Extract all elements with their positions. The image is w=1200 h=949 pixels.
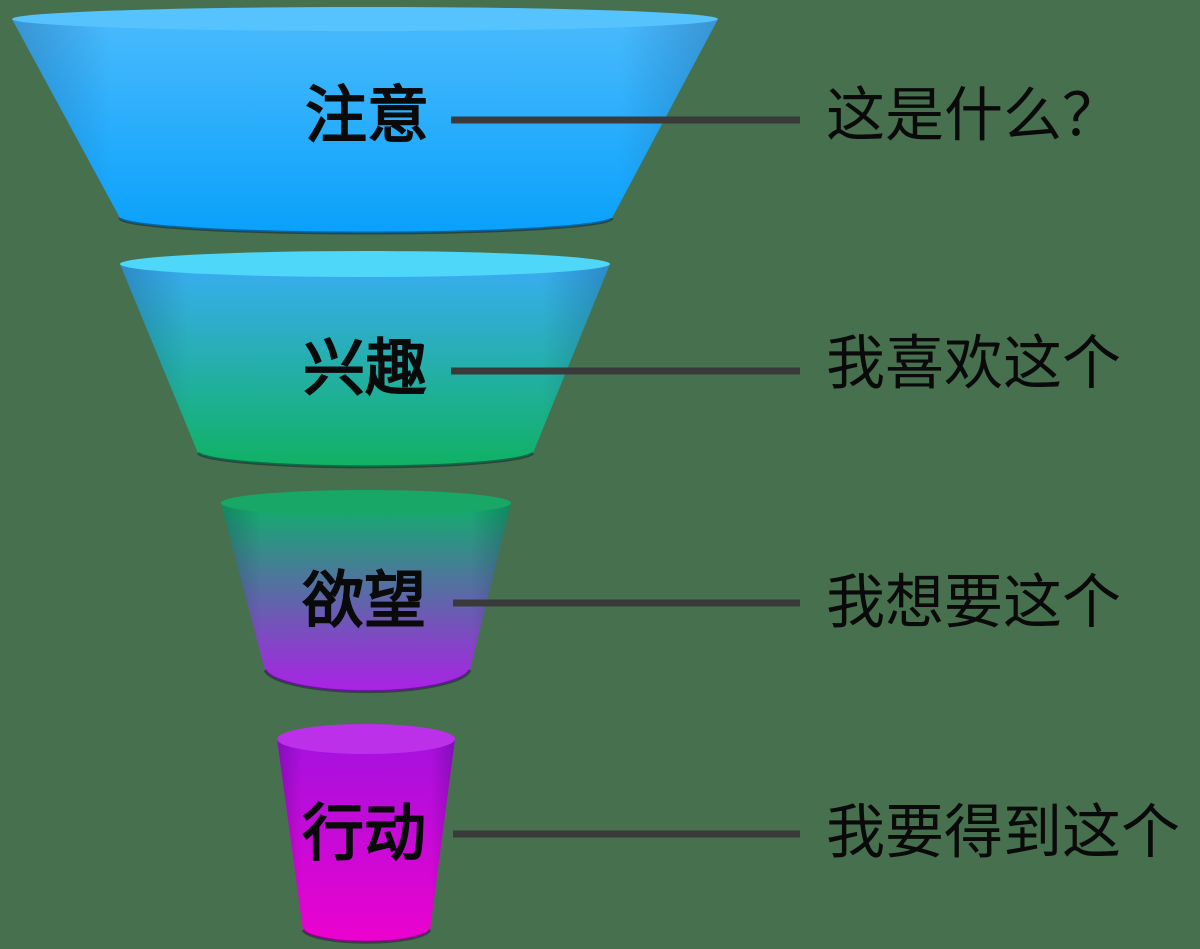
funnel-stage-desire: 欲望 <box>221 490 511 694</box>
callout-text-desire: 我想要这个 <box>826 568 1121 637</box>
callout-text-interest: 我喜欢这个 <box>826 329 1121 398</box>
funnel-stage-interest-shading <box>120 264 610 467</box>
funnel-stage-interest: 兴趣 <box>120 251 610 469</box>
stage-label-action: 行动 <box>302 797 426 870</box>
stage-label-interest: 兴趣 <box>303 332 427 405</box>
funnel-stage-action-top-opening <box>277 724 455 754</box>
callout-text-attention: 这是什么？ <box>826 81 1121 150</box>
funnel-stage-interest-bottom-rim <box>196 451 535 469</box>
funnel-stage-attention-top-opening <box>12 7 718 31</box>
funnel-stage-desire-shading <box>221 503 511 692</box>
stage-label-desire: 欲望 <box>301 564 426 637</box>
funnel-stage-action-shading <box>277 739 455 943</box>
funnel-stage-attention: 注意 <box>12 7 718 235</box>
funnel-stage-action: 行动 <box>277 724 455 944</box>
funnel-stage-action-bottom-rim <box>301 929 432 944</box>
callout-text-action: 我要得到这个 <box>826 798 1180 867</box>
funnel-stage-desire-top-opening <box>221 490 511 516</box>
funnel-stage-interest-top-opening <box>120 251 610 277</box>
funnel-stage-attention-bottom-rim <box>118 217 614 235</box>
funnel-stage-attention-shading <box>12 19 718 233</box>
funnel-stage-desire-bottom-rim <box>263 669 472 694</box>
stage-label-attention: 注意 <box>305 79 429 152</box>
